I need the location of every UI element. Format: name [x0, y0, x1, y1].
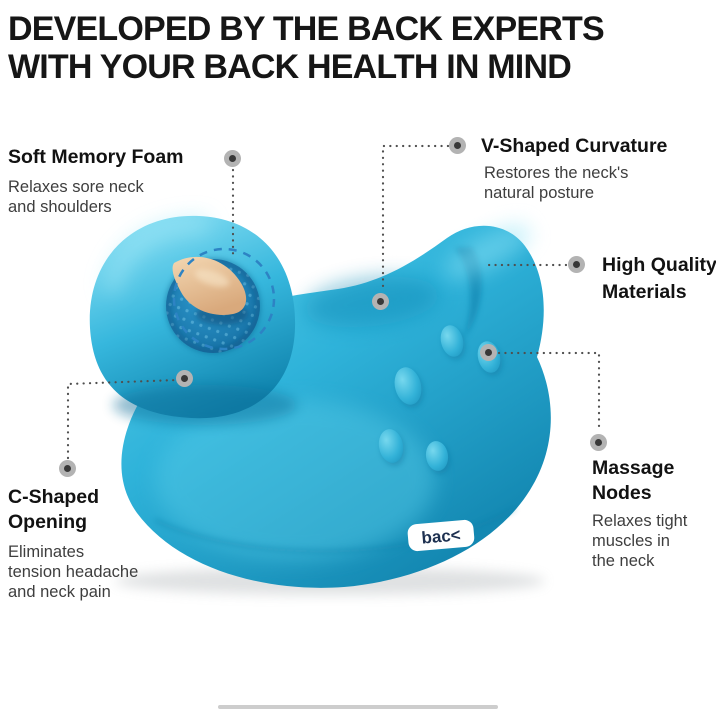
marker-massage-nodes-product [480, 344, 497, 361]
callout-title-high-quality-materials: High Quality Materials [602, 252, 716, 306]
marker-c-shaped-opening-product [176, 370, 193, 387]
carousel-scrollbar[interactable] [218, 705, 498, 709]
title-line: C-Shaped [8, 486, 100, 508]
callout-title-v-shaped-curvature: V-Shaped Curvature [481, 135, 668, 157]
foam-hole [165, 247, 276, 354]
marker-v-shaped-curvature-product [372, 293, 389, 310]
marker-high-quality-materials [568, 256, 585, 273]
memory-foam-highlight-circle [172, 247, 276, 351]
desc-line: natural posture [484, 184, 595, 202]
callout-desc-c-shaped-opening: Eliminates tension headache and neck pai… [8, 542, 138, 602]
title-line: Materials [602, 281, 687, 303]
desc-line: the neck [592, 552, 655, 570]
title-line: Massage [592, 457, 675, 479]
finger-press [172, 256, 247, 315]
desc-line: Eliminates [8, 543, 85, 561]
title-line: Nodes [592, 482, 652, 504]
marker-v-shaped-curvature [449, 137, 466, 154]
pillow-body [121, 225, 551, 588]
desc-line: and neck pain [8, 583, 111, 601]
callout-desc-v-shaped-curvature: Restores the neck's natural posture [484, 163, 628, 203]
connector-v-shaped-curvature [381, 144, 450, 293]
marker-c-shaped-opening [59, 460, 76, 477]
connector-massage-nodes [497, 351, 601, 434]
callout-desc-massage-nodes: Relaxes tight muscles in the neck [592, 511, 687, 571]
desc-line: tension headache [8, 563, 139, 581]
desc-line: and shoulders [8, 198, 112, 216]
brand-logo-text: bac< [421, 525, 462, 547]
connector-c-shaped-opening [66, 378, 180, 460]
title-line: Opening [8, 511, 88, 533]
desc-line: Relaxes sore neck [8, 178, 144, 196]
callout-desc-soft-memory-foam: Relaxes sore neck and shoulders [8, 177, 144, 217]
desc-line: Restores the neck's [484, 164, 629, 182]
headline-line-2: WITH YOUR BACK HEALTH IN MIND [8, 48, 572, 86]
title-line: High Quality [602, 254, 716, 276]
massage-node [394, 367, 422, 405]
desc-line: muscles in [592, 532, 670, 550]
desc-line: Relaxes tight [592, 512, 688, 530]
marker-soft-memory-foam [224, 150, 241, 167]
callout-title-massage-nodes: Massage Nodes [592, 456, 674, 506]
massage-node [425, 441, 449, 471]
callout-title-c-shaped-opening: C-Shaped Opening [8, 485, 99, 535]
massage-node [440, 325, 464, 357]
brand-logo: bac< [407, 519, 475, 552]
massage-node [378, 429, 404, 463]
marker-massage-nodes [590, 434, 607, 451]
headline-line-1: DEVELOPED BY THE BACK EXPERTS [8, 10, 605, 48]
page-title: DEVELOPED BY THE BACK EXPERTS WITH YOUR … [8, 10, 716, 86]
callout-title-soft-memory-foam: Soft Memory Foam [8, 146, 184, 168]
